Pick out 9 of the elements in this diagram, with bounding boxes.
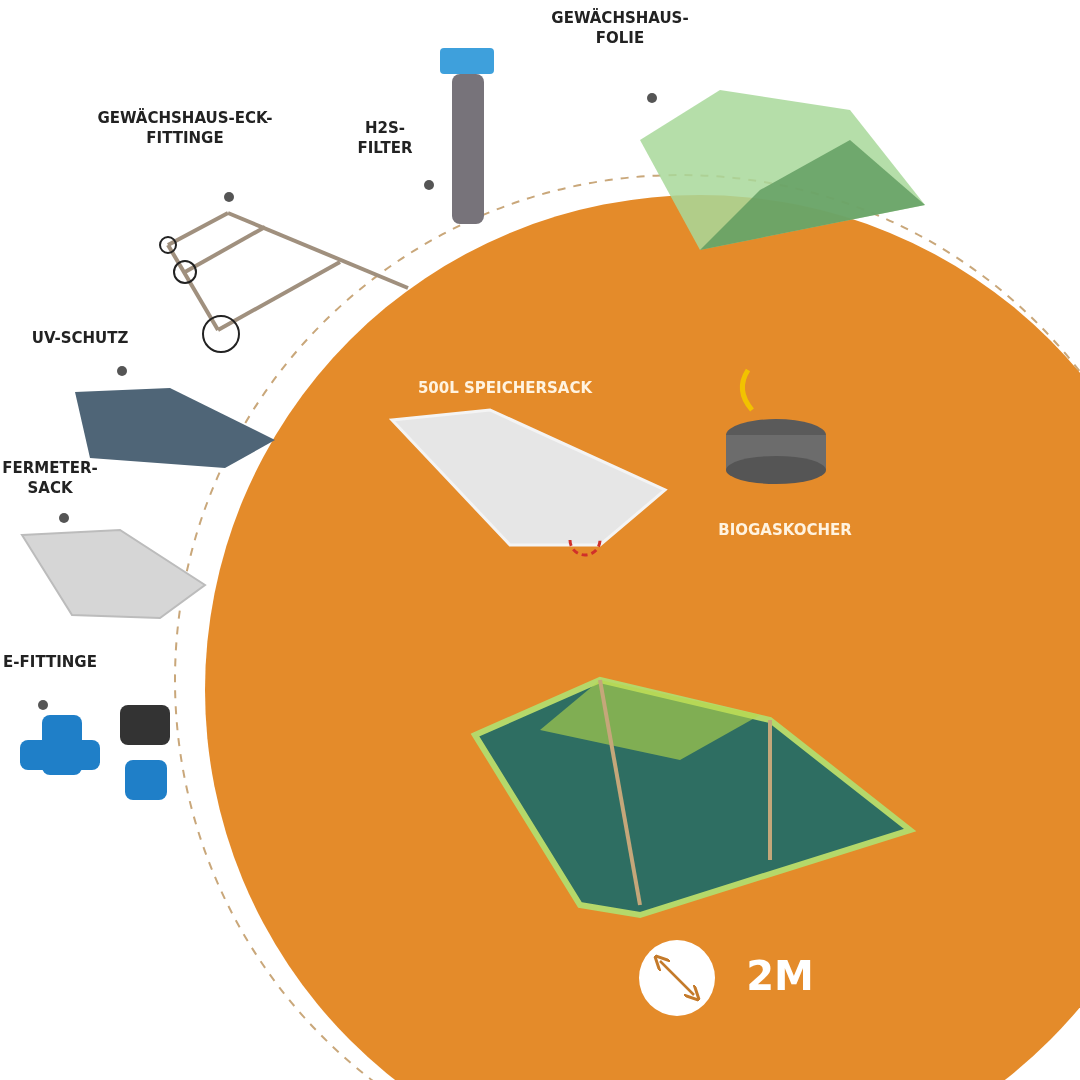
dimension-label: 2M bbox=[745, 954, 815, 998]
part-label: BIOGASKOCHER bbox=[717, 520, 853, 540]
part-label: E-FITTINGE bbox=[2, 652, 98, 672]
part-label: UV-SCHUTZ bbox=[30, 328, 130, 348]
part-label: FERMETER-SACK bbox=[1, 458, 99, 498]
part-label: H2S-FILTER bbox=[356, 118, 414, 158]
part-label: 500L SPEICHERSACK bbox=[416, 378, 594, 398]
part-label: GEWÄCHSHAUS-FOLIE bbox=[550, 8, 690, 48]
part-label: GEWÄCHSHAUS-ECK-FITTINGE bbox=[96, 108, 274, 148]
